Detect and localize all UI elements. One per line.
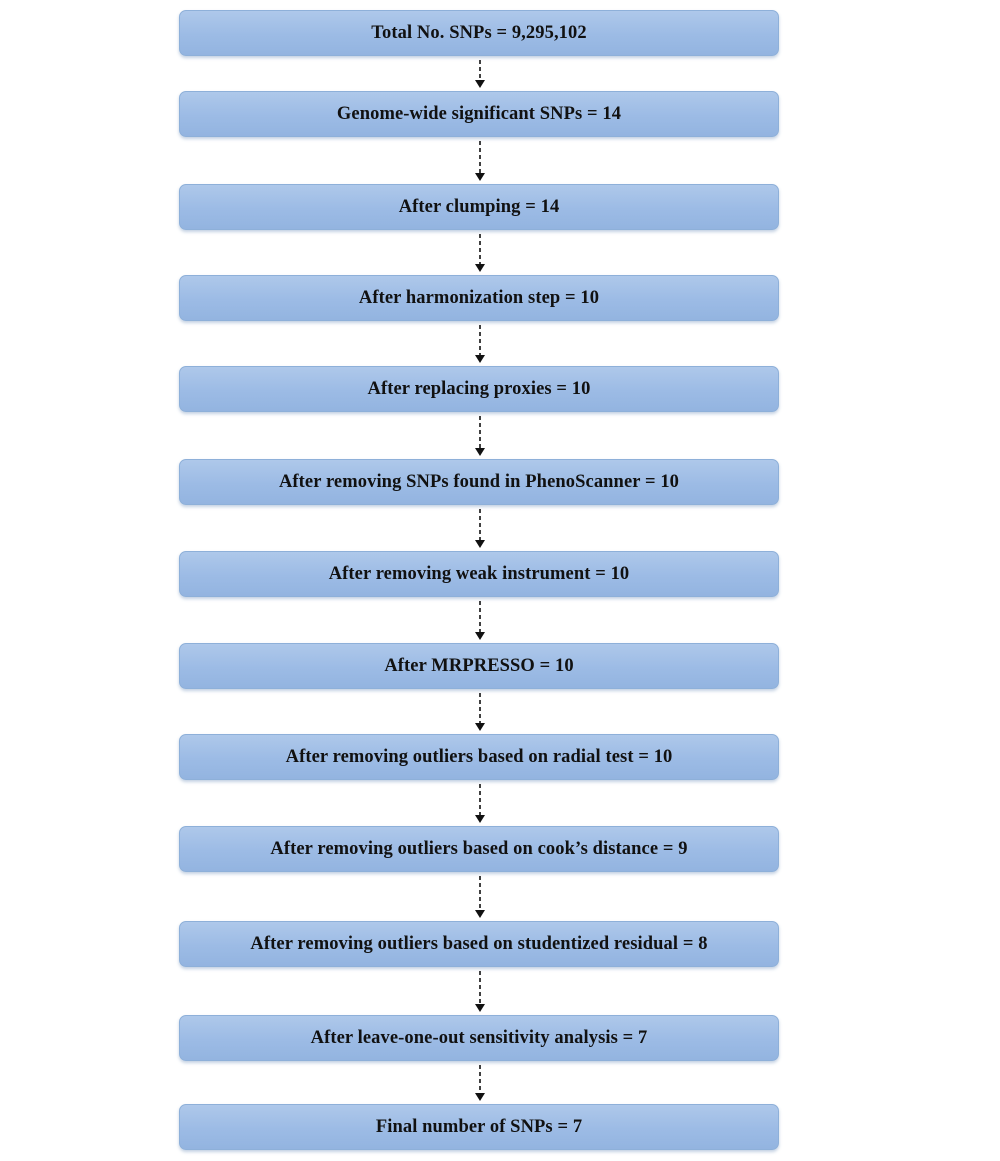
flow-step-label: After removing outliers based on radial … <box>285 746 673 767</box>
down-arrow-icon <box>475 234 485 272</box>
flow-step-label: Total No. SNPs = 9,295,102 <box>371 22 587 43</box>
flow-step-box: Final number of SNPs = 7 <box>179 1104 779 1150</box>
down-arrow-icon <box>475 325 485 363</box>
arrow-head <box>475 540 485 548</box>
arrow-head <box>475 632 485 640</box>
flow-step-label: After removing outliers based on student… <box>250 933 708 954</box>
arrow-head <box>475 1093 485 1101</box>
arrow-head <box>475 910 485 918</box>
arrow-head <box>475 264 485 272</box>
down-arrow-icon <box>475 60 485 88</box>
flow-step-box: After harmonization step = 10 <box>179 275 779 321</box>
flow-step-box: After clumping = 14 <box>179 184 779 230</box>
arrow-head <box>475 815 485 823</box>
down-arrow-icon <box>475 601 485 640</box>
flow-step-label: Final number of SNPs = 7 <box>375 1116 583 1137</box>
flow-step-box: Total No. SNPs = 9,295,102 <box>179 10 779 56</box>
flow-step-label: After removing outliers based on cook’s … <box>270 838 688 859</box>
flow-step-label: After MRPRESSO = 10 <box>384 655 574 676</box>
flow-step-box: After removing weak instrument = 10 <box>179 551 779 597</box>
flow-step-box: After MRPRESSO = 10 <box>179 643 779 689</box>
arrow-head <box>475 355 485 363</box>
down-arrow-icon <box>475 693 485 731</box>
arrow-head <box>475 723 485 731</box>
arrow-head <box>475 448 485 456</box>
down-arrow-icon <box>475 1065 485 1101</box>
flow-step-label: After leave-one-out sensitivity analysis… <box>310 1027 648 1048</box>
down-arrow-icon <box>475 876 485 918</box>
arrow-head <box>475 1004 485 1012</box>
flow-step-label: After removing SNPs found in PhenoScanne… <box>278 471 680 492</box>
arrow-head <box>475 80 485 88</box>
flow-step-label: After harmonization step = 10 <box>358 287 600 308</box>
flow-step-box: After removing outliers based on student… <box>179 921 779 967</box>
down-arrow-icon <box>475 509 485 548</box>
flow-step-box: Genome-wide significant SNPs = 14 <box>179 91 779 137</box>
flow-step-box: After removing SNPs found in PhenoScanne… <box>179 459 779 505</box>
down-arrow-icon <box>475 784 485 823</box>
flow-step-box: After leave-one-out sensitivity analysis… <box>179 1015 779 1061</box>
down-arrow-icon <box>475 971 485 1012</box>
flow-step-label: After replacing proxies = 10 <box>367 378 591 399</box>
flow-step-label: Genome-wide significant SNPs = 14 <box>336 103 622 124</box>
flow-step-box: After replacing proxies = 10 <box>179 366 779 412</box>
down-arrow-icon <box>475 416 485 456</box>
flow-step-box: After removing outliers based on cook’s … <box>179 826 779 872</box>
arrow-head <box>475 173 485 181</box>
flow-step-label: After removing weak instrument = 10 <box>328 563 630 584</box>
flow-step-label: After clumping = 14 <box>398 196 560 217</box>
flow-step-box: After removing outliers based on radial … <box>179 734 779 780</box>
down-arrow-icon <box>475 141 485 181</box>
